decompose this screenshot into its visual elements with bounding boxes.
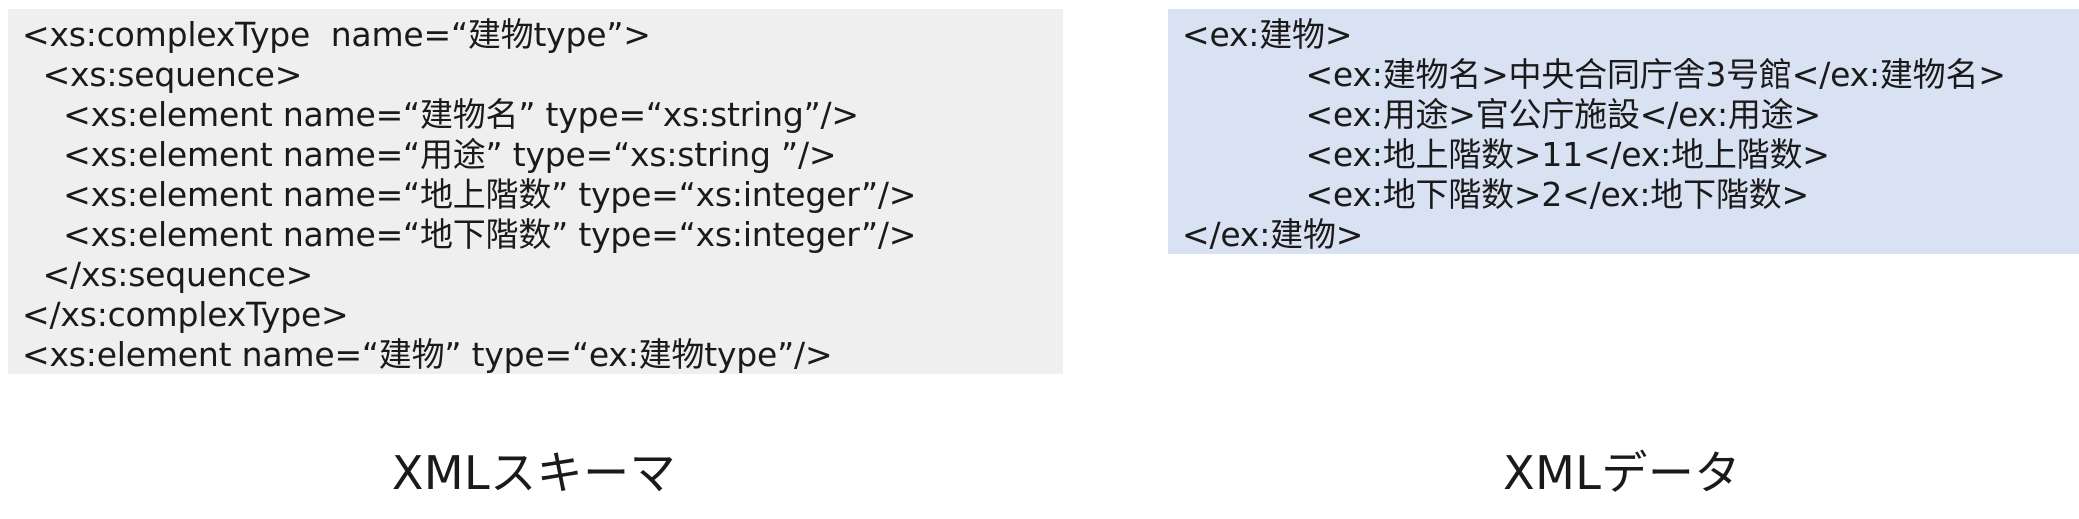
xml-data-panel: <ex:建物> <ex:建物名>中央合同庁舎3号館</ex:建物名> <ex:用… bbox=[1168, 9, 2079, 254]
schema-caption: XMLスキーマ bbox=[391, 446, 677, 500]
data-line: <ex:地下階数>2</ex:地下階数> bbox=[1182, 175, 1809, 214]
schema-line: <xs:element name=“用途” type=“xs:string ”/… bbox=[22, 135, 837, 174]
data-line: <ex:建物名>中央合同庁舎3号館</ex:建物名> bbox=[1182, 55, 2006, 94]
data-line: <ex:建物> bbox=[1182, 15, 1353, 54]
schema-line: <xs:complexType name=“建物type”> bbox=[22, 15, 651, 54]
schema-line: </xs:sequence> bbox=[22, 255, 314, 294]
data-line: <ex:地上階数>11</ex:地上階数> bbox=[1182, 135, 1830, 174]
xml-schema-panel: <xs:complexType name=“建物type”> <xs:seque… bbox=[8, 9, 1063, 374]
schema-line: <xs:element name=“建物” type=“ex:建物type”/> bbox=[22, 335, 833, 374]
schema-line: </xs:complexType> bbox=[22, 295, 349, 334]
schema-line: <xs:element name=“建物名” type=“xs:string”/… bbox=[22, 95, 859, 134]
schema-line: <xs:element name=“地上階数” type=“xs:integer… bbox=[22, 175, 917, 214]
data-caption: XMLデータ bbox=[1503, 446, 1741, 500]
data-line: <ex:用途>官公庁施設</ex:用途> bbox=[1182, 95, 1821, 134]
schema-line: <xs:sequence> bbox=[22, 55, 303, 94]
schema-line: <xs:element name=“地下階数” type=“xs:integer… bbox=[22, 215, 917, 254]
data-line: </ex:建物> bbox=[1182, 215, 1364, 254]
